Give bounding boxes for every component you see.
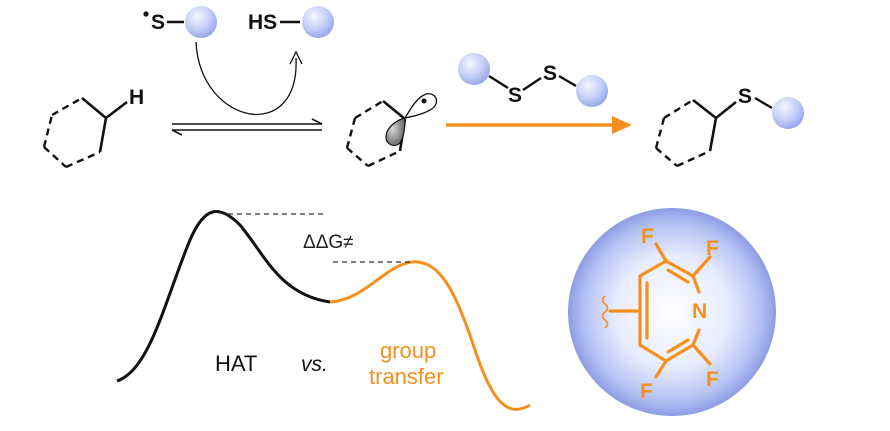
- product-s-label: S: [738, 85, 752, 108]
- reactant-h-label: H: [129, 86, 144, 109]
- disulfide-reagent: S S: [458, 53, 608, 107]
- thiol-hs-label: HS: [248, 11, 277, 34]
- radical-dot: [143, 11, 149, 17]
- transfer-label: transfer: [369, 364, 444, 389]
- thiol-substituent-ball: [302, 6, 334, 38]
- f-top-right: F: [706, 237, 719, 260]
- reactant-cyclohexane: H: [42, 86, 144, 169]
- wavy-attachment-bond: [601, 295, 609, 329]
- f-bottom-right: F: [706, 368, 719, 391]
- energy-profile: ΔΔG≠ HAT vs. group transfer: [116, 210, 531, 411]
- p-orbital-upper-lobe: [403, 93, 438, 119]
- disulfide-s2-label: S: [543, 62, 557, 85]
- disulfide-ball-left: [458, 53, 490, 85]
- product-substituent-ball: [772, 97, 804, 129]
- disulfide-ball-right: [576, 75, 608, 107]
- radical-intermediate: [345, 93, 438, 168]
- disulfide-s1-label: S: [508, 84, 522, 107]
- product-thioether: S: [654, 85, 804, 168]
- thiyl-substituent-ball: [185, 6, 217, 38]
- curved-arrow-head: [289, 50, 303, 65]
- hat-energy-curve: [116, 210, 331, 383]
- p-orbital-lower-lobe: [385, 117, 406, 147]
- thiyl-radical: S: [143, 6, 217, 38]
- thiol: HS: [248, 6, 334, 38]
- catalytic-curved-arrow: [195, 41, 297, 115]
- group-transfer-arrow-head: [612, 116, 632, 134]
- n-atom: N: [692, 300, 707, 323]
- ddg-label: ΔΔG≠: [303, 232, 354, 253]
- equilibrium-arrows: [171, 118, 323, 136]
- hat-label: HAT: [215, 351, 257, 376]
- f-top-left: F: [641, 225, 654, 248]
- group-transfer-energy-curve: [329, 260, 531, 411]
- vs-label: vs.: [301, 353, 328, 376]
- group-label: group: [380, 338, 436, 363]
- thiyl-s-label: S: [151, 11, 165, 34]
- orbital-radical-dot: [421, 98, 427, 104]
- f-bottom-left: F: [640, 380, 653, 403]
